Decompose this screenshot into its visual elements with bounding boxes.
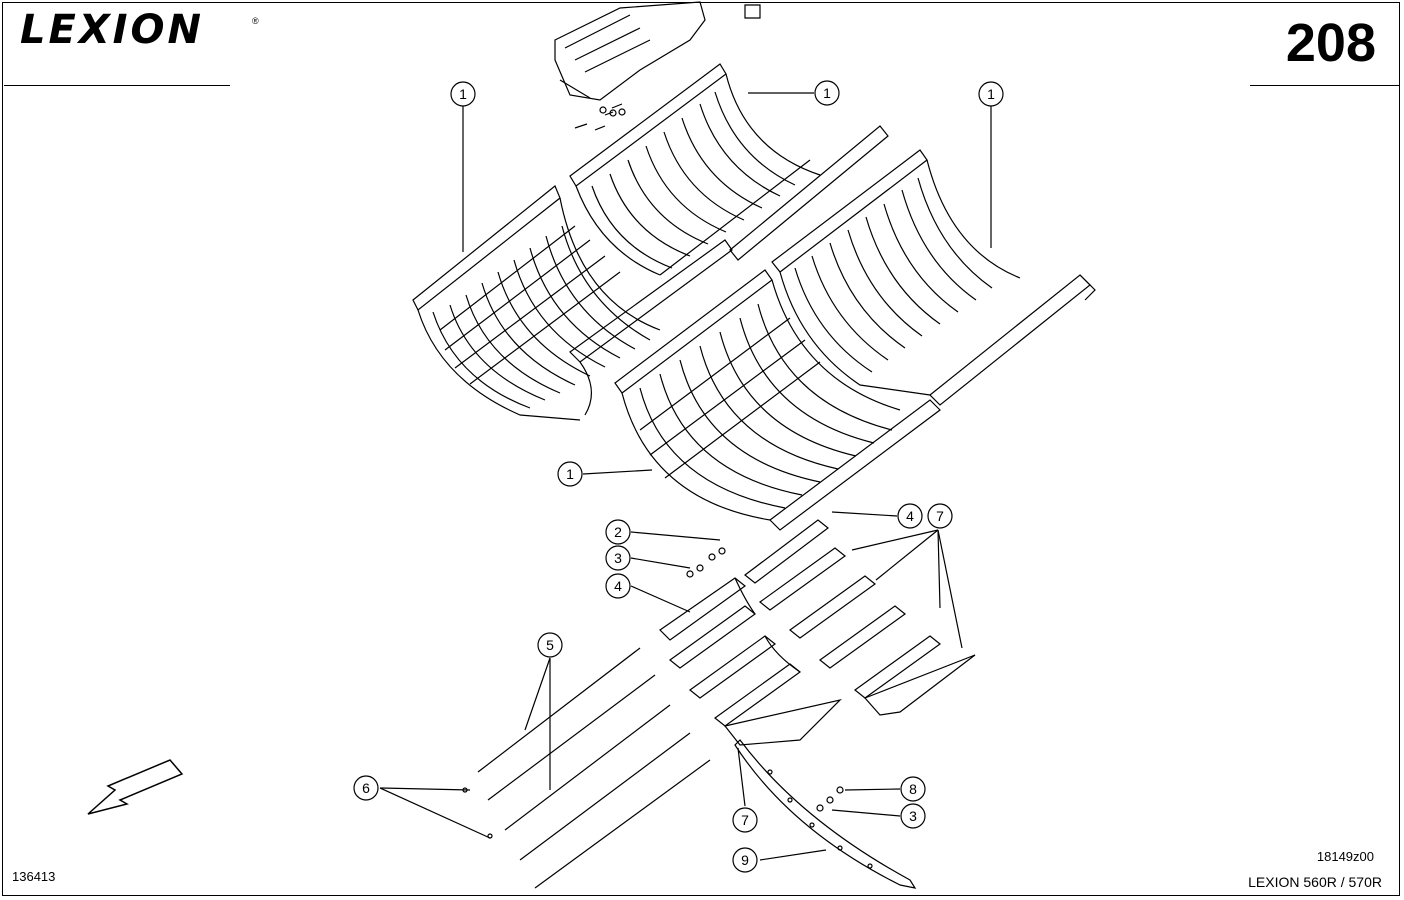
concave-upper-middle	[569, 63, 889, 276]
side-plate	[734, 739, 917, 889]
forward-arrow-icon	[87, 759, 184, 815]
callout-5: 5	[537, 632, 563, 658]
callout-8: 8	[900, 776, 926, 802]
svg-text:9: 9	[741, 852, 749, 868]
svg-text:1: 1	[823, 85, 831, 101]
callout-1-front: 1	[557, 461, 583, 487]
callout-1-middle: 1	[814, 80, 840, 106]
rods	[477, 647, 711, 889]
figure-code: 18149z00	[1316, 849, 1374, 864]
wear-plates	[659, 519, 976, 746]
hardware	[462, 547, 844, 839]
svg-text:1: 1	[987, 86, 995, 102]
svg-text:6: 6	[362, 780, 370, 796]
callout-7-right: 7	[927, 503, 953, 529]
callout-1-left: 1	[450, 81, 476, 107]
brand-logo: LEXION	[20, 7, 205, 53]
callout-4-right: 4	[897, 503, 923, 529]
model-label: LEXION 560R / 570R	[1248, 874, 1382, 890]
svg-text:5: 5	[546, 637, 554, 653]
page-number: 208	[1285, 13, 1376, 73]
header-rule-right	[1250, 85, 1400, 86]
svg-text:8: 8	[909, 781, 917, 797]
concave-upper-left	[412, 185, 733, 421]
svg-text:4: 4	[614, 578, 622, 594]
callout-1-right: 1	[978, 81, 1004, 107]
upper-frame-part	[554, 1, 761, 131]
callout-3-upper: 3	[605, 545, 631, 571]
svg-text:7: 7	[741, 812, 749, 828]
svg-text:4: 4	[906, 508, 914, 524]
svg-text:1: 1	[459, 86, 467, 102]
svg-text:3: 3	[909, 808, 917, 824]
callout-4-lower: 4	[605, 573, 631, 599]
callout-6: 6	[353, 775, 379, 801]
svg-text:2: 2	[614, 524, 622, 540]
callout-3-lower: 3	[900, 803, 926, 829]
concave-upper-right	[771, 149, 1096, 406]
callout-9: 9	[732, 847, 758, 873]
svg-text:1: 1	[566, 466, 574, 482]
leader-lines	[379, 92, 992, 861]
header-rule-left	[4, 85, 230, 86]
svg-text:3: 3	[614, 550, 622, 566]
callout-7-lower: 7	[732, 807, 758, 833]
part-code: 136413	[12, 869, 56, 884]
svg-text:7: 7	[936, 508, 944, 524]
callout-2: 2	[605, 519, 631, 545]
registered-mark: ®	[252, 16, 259, 26]
concave-front	[614, 269, 941, 531]
